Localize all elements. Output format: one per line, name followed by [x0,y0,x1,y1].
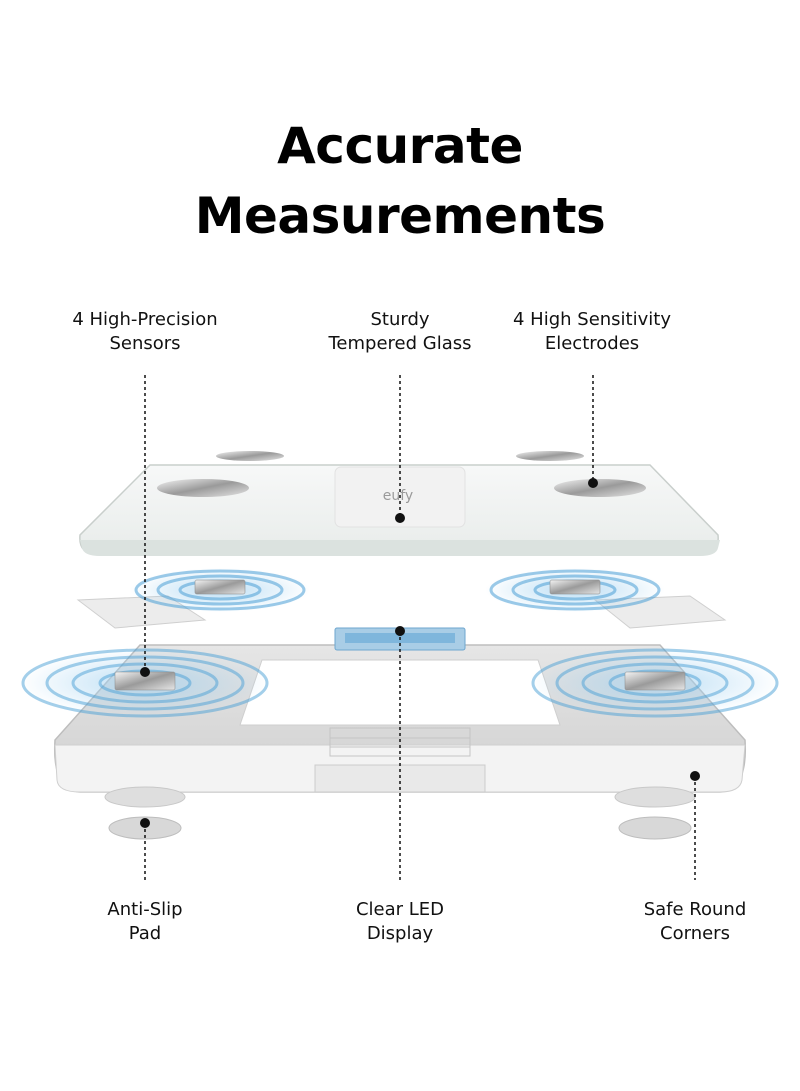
sensor-wave-upper-right [485,568,665,612]
callout-corners-line-1: Safe Round [643,899,747,920]
electrode-back-left [216,451,284,461]
callout-sensors-line-2: Sensors [109,333,181,354]
callout-electrodes-line-2: Electrodes [544,333,640,354]
callout-display-label: Clear LED Display [315,898,485,946]
callout-glass-line-1: Sturdy [370,309,430,330]
page-title-line-1: Accurate [277,117,523,175]
callout-sensors-label: 4 High-Precision Sensors [45,308,245,356]
marker-dot-pad [140,818,150,828]
callout-electrodes-line-1: 4 High Sensitivity [513,309,671,330]
callout-display-line-1: Clear LED [355,899,445,920]
callout-pad-line-2: Pad [128,923,162,944]
marker-dot-corners [690,771,700,781]
sensor-wave-lower-left [20,648,270,718]
callout-pad-label: Anti-Slip Pad [60,898,230,946]
callout-corners-line-2: Corners [660,923,730,944]
marker-dot-electrodes [588,478,598,488]
callout-corners-label: Safe Round Corners [605,898,785,946]
callout-display-line-2: Display [366,923,434,944]
marker-dot-glass [395,513,405,523]
callout-sensors-line-1: 4 High-Precision [72,309,218,330]
callout-glass-line-2: Tempered Glass [328,333,472,354]
callout-pad-line-1: Anti-Slip [107,899,183,920]
electrode-front-right [554,479,646,497]
callout-glass-label: Sturdy Tempered Glass [300,308,500,356]
electrode-back-right [516,451,584,461]
marker-dot-sensors [140,667,150,677]
marker-dot-display [395,626,405,636]
page-title-line-2: Measurements [194,187,606,245]
sensor-wave-lower-right [530,648,780,718]
brand-logo: eufy [383,488,413,504]
electrode-front-left [157,479,249,497]
sensor-wave-upper-left [130,568,310,612]
callout-electrodes-label: 4 High Sensitivity Electrodes [482,308,702,356]
